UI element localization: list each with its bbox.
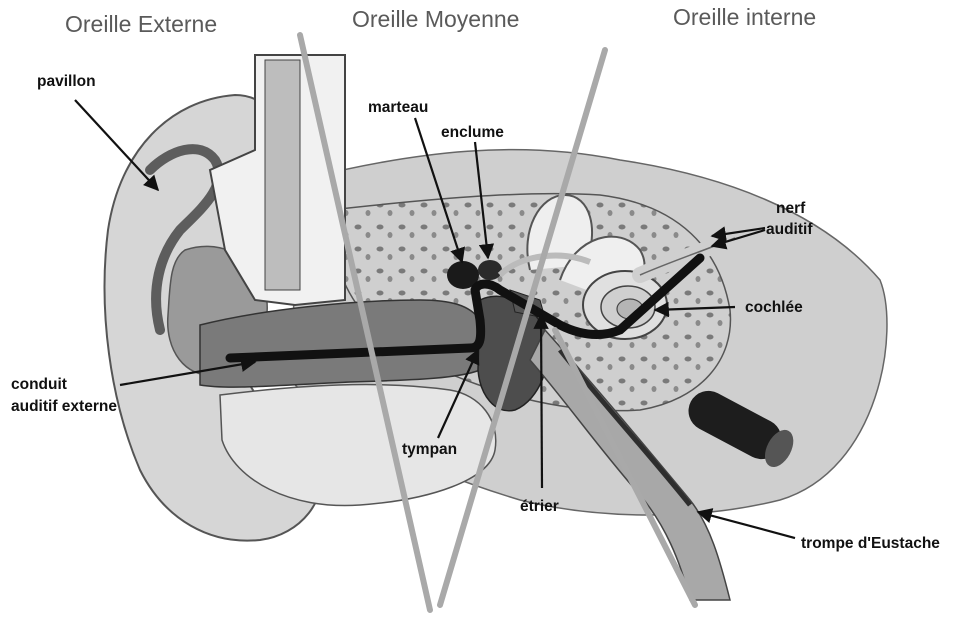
leader-etrier [541,315,542,488]
cartilage-strata [265,60,300,290]
section-title-inner-ear: Oreille interne [673,4,816,30]
label-enclume: enclume [441,124,504,141]
section-title-outer-ear: Oreille Externe [65,11,217,37]
label-nerf-line1: nerf [776,200,806,217]
label-trompe: trompe d'Eustache [801,535,940,552]
incus-body [478,260,502,280]
label-cochlee: cochlée [745,299,803,316]
label-nerf-line2: auditif [766,221,813,238]
section-title-middle-ear: Oreille Moyenne [352,6,519,32]
label-marteau: marteau [368,99,428,116]
label-conduit-line2: auditif externe [11,398,117,415]
leader-trompe [698,512,795,538]
label-pavillon: pavillon [37,73,96,90]
label-tympan: tympan [402,441,457,458]
label-conduit-line1: conduit [11,376,67,393]
label-etrier: étrier [520,498,559,515]
